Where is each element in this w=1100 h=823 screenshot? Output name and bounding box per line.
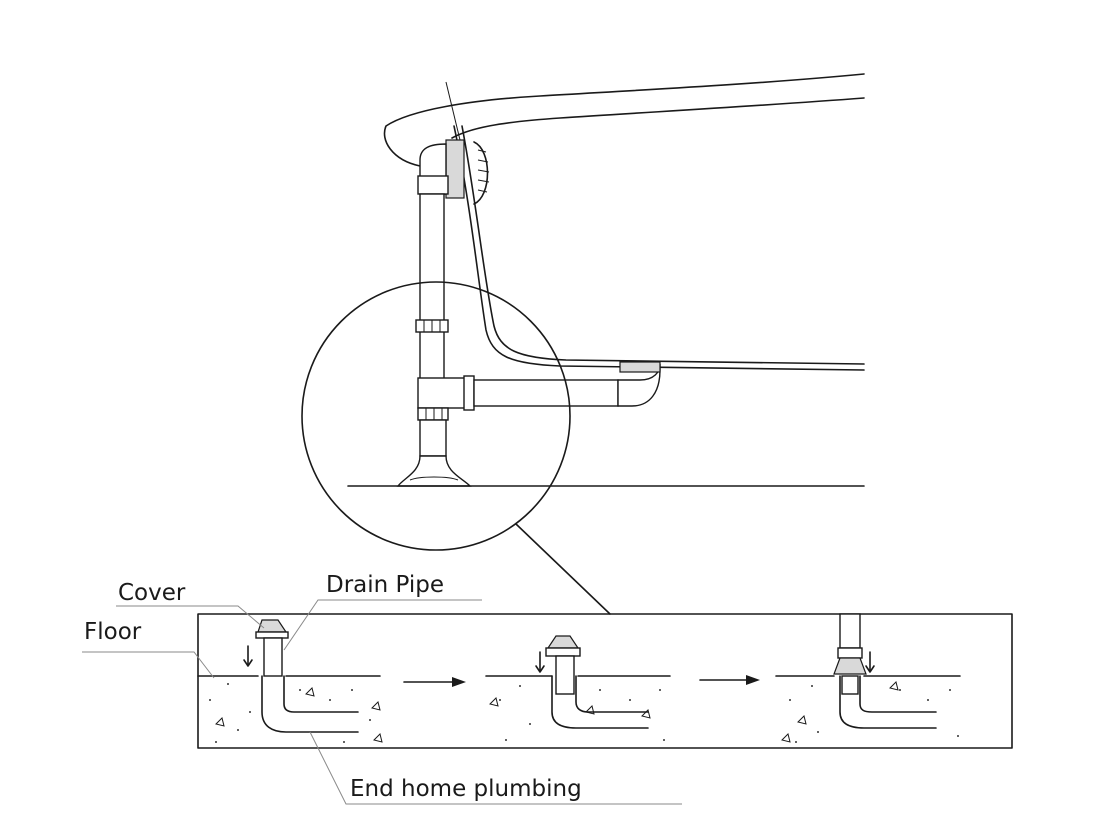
tub-rim-inner xyxy=(451,97,865,139)
label-cover: Cover xyxy=(118,580,186,606)
label-floor: Floor xyxy=(84,619,142,645)
bathtub-illustration xyxy=(301,73,865,615)
detail-connector-line xyxy=(515,523,611,615)
overflow-cover xyxy=(473,141,490,205)
detail-panel-frame xyxy=(197,613,1013,749)
step2-cover xyxy=(546,635,580,649)
horizontal-drain-pipe xyxy=(473,379,619,407)
tub-wall-inner xyxy=(461,125,865,365)
annotations: Cover Floor Drain Pipe End home plumbing xyxy=(82,572,682,805)
detail-magnifier-circle xyxy=(301,281,571,551)
leader-drain-pipe xyxy=(283,599,482,651)
pipe-coupling-lower xyxy=(417,407,449,421)
overflow-coupling xyxy=(417,175,449,195)
step-1 xyxy=(197,619,381,733)
step1-plumbing-inner xyxy=(283,675,359,713)
floor-pipe-segment xyxy=(419,419,447,457)
leader-cover xyxy=(116,605,265,629)
label-end-home-plumbing: End home plumbing xyxy=(350,776,582,802)
step-arrow-2 xyxy=(699,675,760,685)
step1-plumbing-outer xyxy=(261,675,359,733)
step1-drain-pipe xyxy=(263,637,283,677)
step-3 xyxy=(775,613,961,729)
step3-vertical-pipe xyxy=(839,613,861,649)
tee-nut xyxy=(463,375,475,411)
step-2 xyxy=(485,635,671,729)
pipe-tee xyxy=(417,377,471,409)
leader-floor xyxy=(82,651,215,679)
step3-cover-installed xyxy=(833,657,867,675)
concrete-texture xyxy=(209,681,959,743)
detail-panel xyxy=(197,613,1013,749)
overflow-flange xyxy=(445,139,465,199)
leader-end-home-plumbing xyxy=(309,731,682,805)
floor-drain-cover xyxy=(396,455,472,487)
tub-wall-outer xyxy=(453,125,865,371)
step2-drain-pipe xyxy=(555,655,575,695)
overflow-pointer-line xyxy=(445,81,461,141)
label-drain-pipe: Drain Pipe xyxy=(326,572,444,598)
tub-rim xyxy=(383,73,865,167)
tub-drain-flange xyxy=(619,361,661,373)
step-arrow-1 xyxy=(403,677,466,687)
